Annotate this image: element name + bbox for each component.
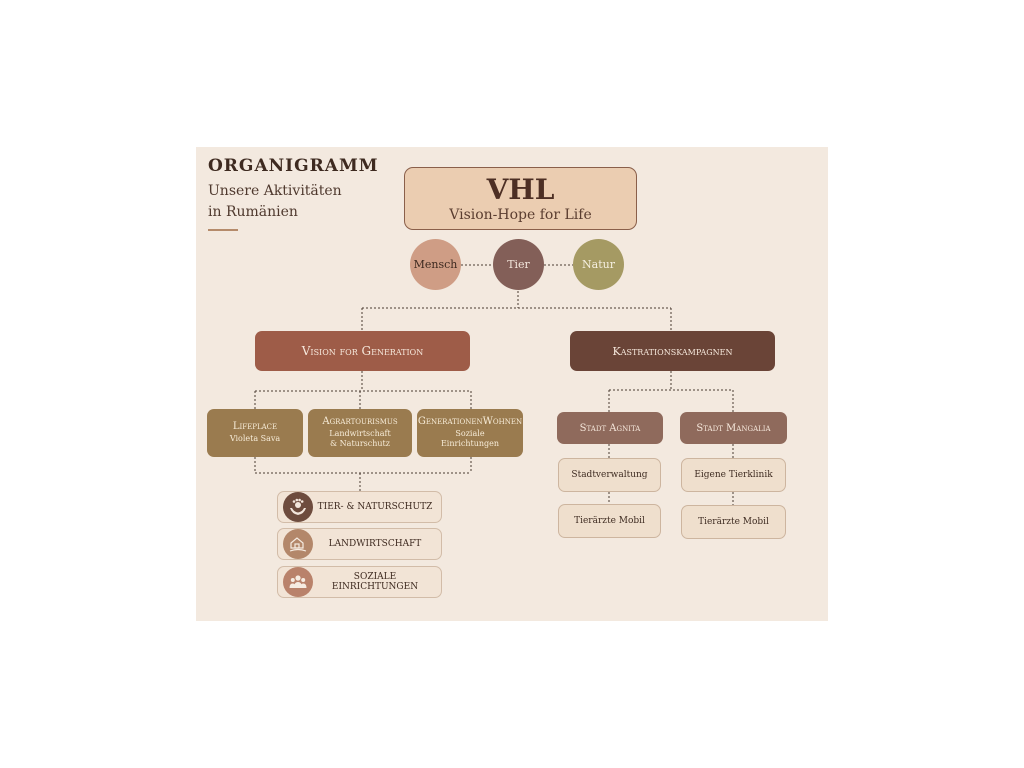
root-subtitle: Vision-Hope for Life — [449, 207, 592, 223]
city-agnita: Stadt Agnita — [557, 412, 663, 444]
pillar-tier: Tier — [493, 239, 544, 290]
project-title: Lifeplace — [232, 421, 278, 432]
page-subtitle: Unsere Aktivitäten in Rumänien — [208, 181, 388, 223]
activity-label: SOZIALE EINRICHTUNGEN — [331, 572, 419, 592]
subtitle-line-2: in Rumänien — [208, 204, 298, 220]
activity-label: LANDWIRTSCHAFT — [328, 539, 422, 549]
agnita-item-1: Stadtverwaltung — [558, 458, 661, 492]
page-title: ORGANIGRAMM — [208, 156, 379, 176]
project-lifeplace: Lifeplace Violeta Sava — [207, 409, 303, 457]
branch-vision-for-generation: Vision for Generation — [255, 331, 470, 371]
connector-lines — [254, 264, 734, 505]
project-sub: Einrichtungen — [440, 439, 500, 448]
activity-label: TIER- & NATURSCHUTZ — [317, 502, 433, 512]
project-title: GenerationenWohnen — [417, 416, 523, 427]
people-icon — [283, 567, 313, 597]
paw-hands-icon — [283, 492, 313, 522]
project-sub: Landwirtschaft — [329, 429, 391, 438]
root-title: VHL — [486, 173, 555, 206]
farm-icon — [283, 529, 313, 559]
organigram-card: ORGANIGRAMM Unsere Aktivitäten in Rumäni… — [196, 147, 828, 621]
agnita-item-2: Tierärzte Mobil — [558, 504, 661, 538]
project-sub: Violeta Sava — [229, 434, 281, 443]
city-mangalia: Stadt Mangalia — [680, 412, 787, 444]
activity-soziale-einrichtungen: SOZIALE EINRICHTUNGEN — [277, 566, 442, 598]
project-sub: & Naturschutz — [330, 439, 390, 448]
branch-kastrationskampagnen: Kastrationskampagnen — [570, 331, 775, 371]
project-generationenwohnen: GenerationenWohnen Soziale Einrichtungen — [417, 409, 523, 457]
root-node: VHL Vision-Hope for Life — [404, 167, 637, 230]
mangalia-item-1: Eigene Tierklinik — [681, 458, 786, 492]
activity-tier-naturschutz: TIER- & NATURSCHUTZ — [277, 491, 442, 523]
pillar-natur: Natur — [573, 239, 624, 290]
project-title: Agrartourismus — [322, 416, 398, 427]
mangalia-item-2: Tierärzte Mobil — [681, 505, 786, 539]
activity-landwirtschaft: LANDWIRTSCHAFT — [277, 528, 442, 560]
project-agrartourismus: Agrartourismus Landwirtschaft & Natursch… — [308, 409, 412, 457]
project-sub: Soziale — [455, 429, 485, 438]
pillar-mensch: Mensch — [410, 239, 461, 290]
title-underline — [208, 229, 238, 231]
subtitle-line-1: Unsere Aktivitäten — [208, 183, 342, 199]
